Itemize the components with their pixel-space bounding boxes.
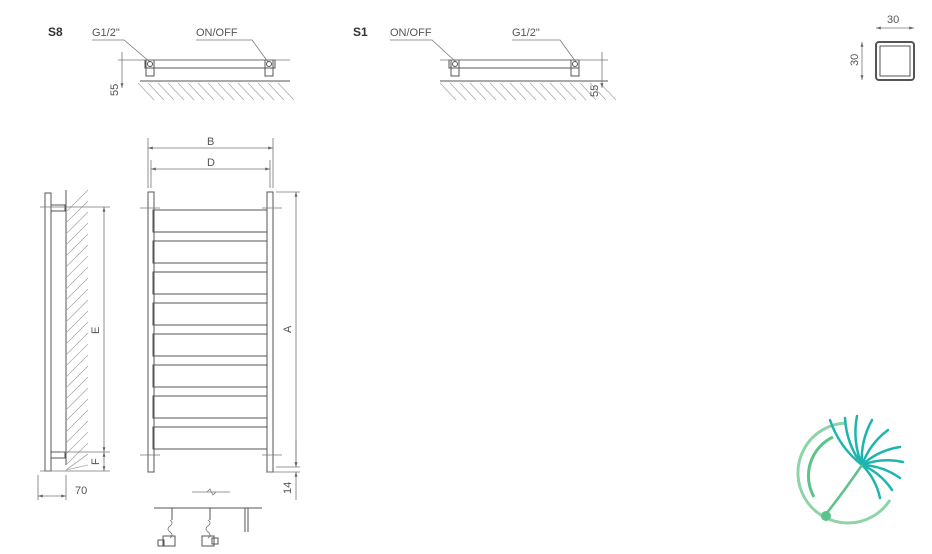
side-view: E F 70 [37,189,110,500]
dandelion-logo [796,414,905,525]
dim-depth: 70 [75,485,87,497]
rung [152,240,268,264]
s8-wall-hatch [137,82,295,101]
s8-top-view: S8 G1/2" ON/OFF 55 [48,25,295,101]
rung [152,426,268,450]
dim-F: F [90,458,102,465]
s8-switch-label: ON/OFF [196,27,238,39]
s1-thread-label: G1/2" [512,27,540,39]
s1-switch-label: ON/OFF [390,27,432,39]
heating-element-detail [154,488,262,547]
rung [152,271,268,295]
s1-top-view: S1 ON/OFF G1/2" 55 [353,25,617,101]
dim-bottom-gap: 14 [282,482,294,494]
rung [152,333,268,357]
rung [152,209,268,233]
s8-wall-gap: 55 [109,84,121,96]
rung [152,302,268,326]
profile-height: 30 [849,54,861,66]
s8-label: S8 [48,25,63,39]
s8-thread-label: G1/2" [92,27,120,39]
front-view: B D A 14 [140,136,300,500]
s1-wall-gap: 55 [589,85,601,97]
dim-A: A [282,325,294,333]
rung [152,364,268,388]
rungs [152,209,268,450]
s1-wall-hatch [439,82,617,101]
profile-section: 30 30 [849,14,915,81]
dim-E: E [90,327,102,334]
profile-width: 30 [887,14,899,26]
s1-label: S1 [353,25,368,39]
rung [152,395,268,419]
dim-D: D [207,157,215,169]
side-wall-hatch [65,189,89,471]
dim-B: B [207,136,214,148]
